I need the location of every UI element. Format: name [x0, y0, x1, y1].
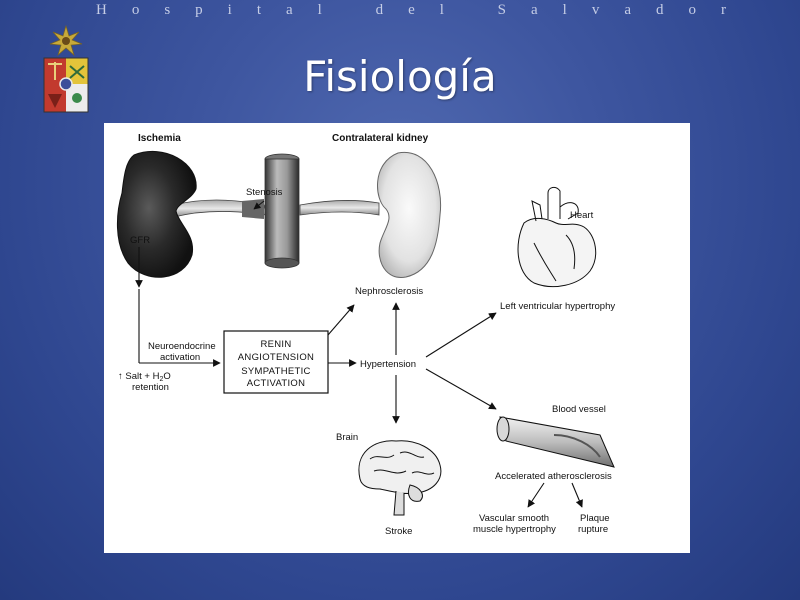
ischemia-label: Ischemia: [138, 133, 181, 144]
accelerated-atherosclerosis-label: Accelerated atherosclerosis: [495, 471, 612, 482]
hypertension-label: Hypertension: [360, 359, 416, 370]
renal-arteries: [173, 199, 380, 219]
university-crest-logo: [43, 24, 89, 113]
box-angiotension: ANGIOTENSION: [238, 352, 314, 363]
heart-illustration: [517, 186, 597, 288]
vascular-smooth-label: Vascular smooth: [479, 513, 549, 524]
stroke-label: Stroke: [385, 526, 412, 537]
box-renin: RENIN: [260, 339, 291, 350]
pathophysiology-figure: Ischemia Contralateral kidney Stenosis G…: [104, 123, 690, 553]
plaque-label: Plaque: [580, 513, 610, 524]
activation-label: activation: [160, 352, 200, 363]
stenosis-label: Stenosis: [246, 187, 283, 198]
shield-icon: [43, 57, 89, 113]
box-activation: ACTIVATION: [247, 378, 306, 389]
retention-label: retention: [132, 382, 169, 393]
brain-label: Brain: [336, 432, 358, 443]
rupture-label: rupture: [578, 524, 608, 535]
brain-illustration: [358, 440, 442, 516]
aorta-illustration: [264, 153, 300, 269]
contralateral-kidney-label: Contralateral kidney: [332, 133, 429, 144]
ischemic-kidney-illustration: [116, 150, 197, 278]
gfr-label: GFR: [130, 235, 150, 246]
blood-vessel-label: Blood vessel: [552, 404, 606, 415]
star-emblem-icon: [49, 24, 83, 57]
heart-label: Heart: [570, 210, 594, 221]
nephrosclerosis-label: Nephrosclerosis: [355, 286, 423, 297]
salt-water-label: ↑ Salt + H2O: [118, 371, 171, 383]
contralateral-kidney-illustration: [377, 151, 442, 278]
institution-name: Hospital del Salvador: [96, 2, 751, 18]
lvh-label: Left ventricular hypertrophy: [500, 301, 615, 312]
muscle-hypertrophy-label: muscle hypertrophy: [473, 524, 556, 535]
blood-vessel-illustration: [496, 416, 615, 468]
slide-title: Fisiología: [303, 52, 497, 101]
box-sympathetic: SYMPATHETIC: [241, 366, 310, 377]
neuroendocrine-label: Neuroendocrine: [148, 341, 216, 352]
renin-angiotensin-box: [223, 330, 329, 394]
